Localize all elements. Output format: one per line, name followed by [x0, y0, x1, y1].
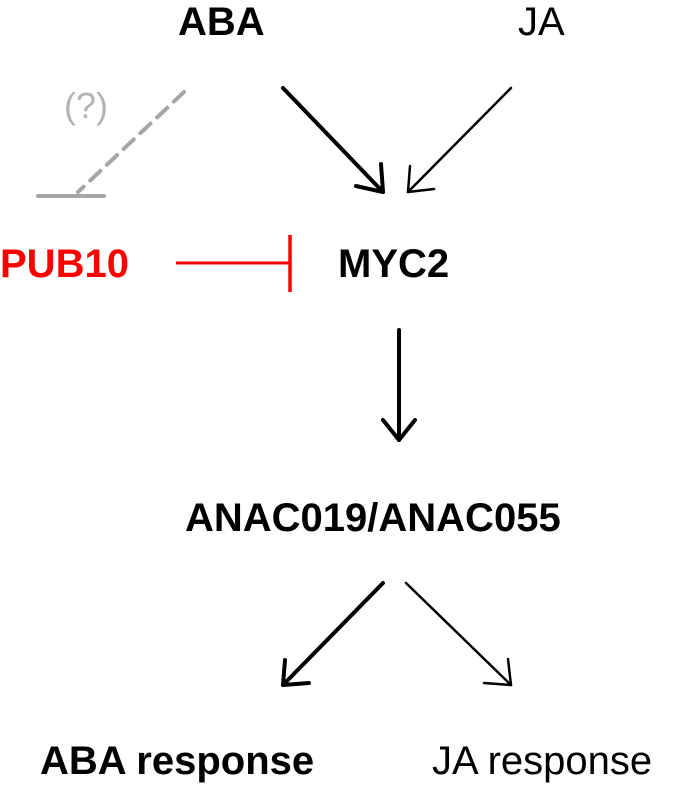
node-aba: ABA	[178, 0, 265, 44]
arrow-ja-to-myc2	[406, 86, 513, 194]
node-pub10: PUB10	[0, 242, 129, 286]
node-ja-response: JA response	[432, 739, 653, 783]
arrow-anac-to-aba-response	[281, 581, 385, 687]
arrow-aba-to-myc2	[281, 86, 385, 194]
node-aba-response: ABA response	[40, 739, 315, 783]
uncertain-inhibition	[36, 90, 186, 198]
node-anac019-anac055: ANAC019/ANAC055	[185, 496, 561, 540]
arrow-anac-to-ja-response	[404, 581, 513, 687]
arrow-myc2-to-anac	[381, 328, 417, 442]
node-ja: JA	[518, 0, 565, 44]
node-myc2: MYC2	[338, 242, 450, 286]
unknown-regulator-label: (?)	[64, 85, 108, 126]
inhibition-pub10-to-myc2	[176, 235, 292, 292]
